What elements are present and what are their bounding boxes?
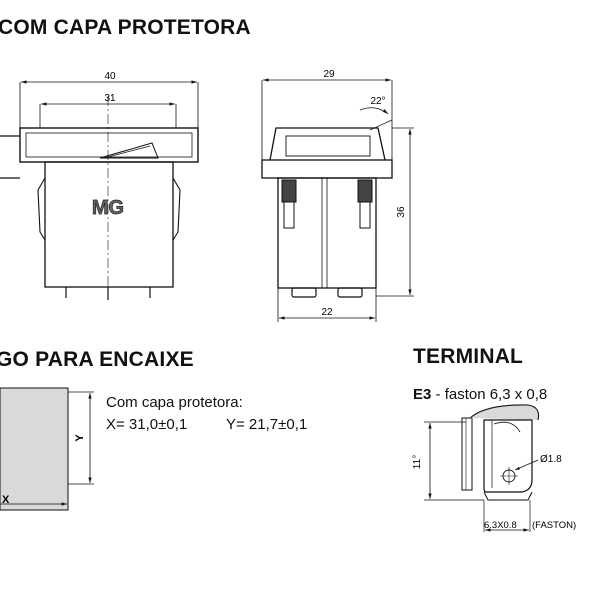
cutout-x-value: X= 31,0±0,1 — [106, 416, 188, 433]
front-view — [0, 80, 199, 300]
section-title-protective-cover: COM CAPA PROTETORA — [0, 16, 251, 39]
side-view — [261, 78, 414, 322]
cutout-cover-label: Com capa protetora: — [106, 394, 243, 411]
terminal-diagram — [424, 404, 540, 532]
cutout-diagram — [0, 387, 94, 511]
dim-side-width: 29 — [323, 69, 335, 80]
side-view-contact-blocks — [281, 179, 373, 229]
cutout-axis-y: Y — [74, 434, 86, 442]
mg-logo: MG — [92, 197, 124, 219]
cutout-axis-x: X — [2, 494, 10, 506]
dim-terminal-width: 6.3X0.8 — [484, 520, 517, 531]
section-title-cutout: GO PARA ENCAIXE — [0, 348, 194, 371]
dim-side-height: 36 — [396, 206, 407, 218]
dim-front-inner-width: 31 — [104, 93, 116, 104]
terminal-description: - faston 6,3 x 0,8 — [431, 386, 548, 403]
dim-terminal-width-note: (FASTON) — [532, 520, 576, 531]
dim-front-overall-width: 40 — [104, 71, 116, 82]
terminal-spec: E3 - faston 6,3 x 0,8 — [413, 386, 547, 403]
section-title-terminal: TERMINAL — [413, 345, 524, 368]
dim-side-base: 22 — [321, 307, 333, 318]
dim-side-angle: 22° — [370, 96, 385, 107]
terminal-code: E3 — [413, 386, 432, 403]
dim-terminal-hole: Ø1.8 — [540, 454, 562, 465]
dim-terminal-height: 11° — [412, 455, 423, 469]
cutout-y-value: Y= 21,7±0,1 — [226, 416, 308, 433]
